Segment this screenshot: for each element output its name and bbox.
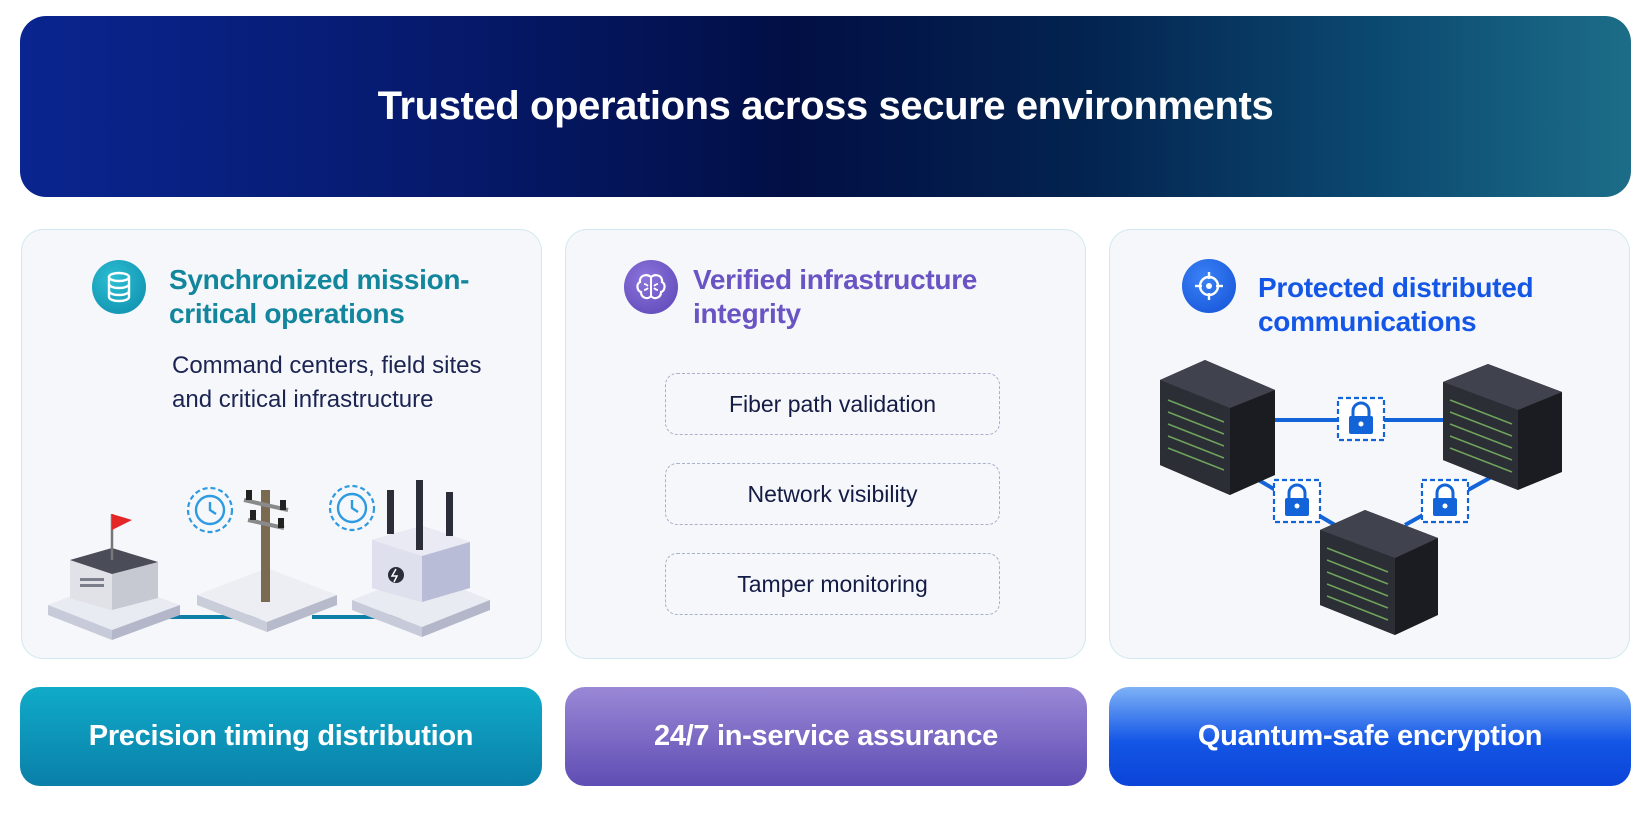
card-description: Command centers, field sites and critica… <box>172 352 482 413</box>
card-synchronized-operations: Synchronized mission- critical operation… <box>21 229 542 659</box>
bar-quantum-safe-encryption: Quantum-safe encryption <box>1109 687 1631 786</box>
lock-icon <box>1420 478 1470 524</box>
card-title: Synchronized mission- critical operation… <box>169 264 470 329</box>
bar-in-service-assurance: 24/7 in-service assurance <box>565 687 1087 786</box>
utility-pole-icon <box>197 490 337 632</box>
brain-icon <box>624 260 678 314</box>
substation-transformer-icon <box>352 480 490 637</box>
server-rack-icon <box>1320 510 1438 635</box>
server-network-illustration <box>1160 360 1562 635</box>
pill-fiber-path-validation: Fiber path validation <box>665 373 1000 435</box>
server-rack-icon <box>1160 360 1275 495</box>
lock-icon <box>1336 396 1386 442</box>
pill-network-visibility: Network visibility <box>665 463 1000 525</box>
page-title: Trusted operations across secure environ… <box>377 84 1274 128</box>
sync-clock-icon <box>328 484 376 532</box>
database-icon <box>92 260 146 314</box>
infrastructure-illustration <box>48 480 490 640</box>
bar-precision-timing: Precision timing distribution <box>20 687 542 786</box>
card-title: Protected distributed communications <box>1258 272 1534 337</box>
command-center-building-icon <box>48 514 180 640</box>
header-banner: Trusted operations across secure environ… <box>20 16 1631 197</box>
server-rack-icon <box>1443 364 1562 490</box>
card-title: Verified infrastructure integrity <box>693 264 978 329</box>
lock-icon <box>1272 478 1322 524</box>
sync-clock-icon <box>186 486 234 534</box>
card-protected-communications: Protected distributed communications <box>1109 229 1630 659</box>
target-icon <box>1182 259 1236 313</box>
pill-tamper-monitoring: Tamper monitoring <box>665 553 1000 615</box>
card-infrastructure-integrity: Verified infrastructure integrity Fiber … <box>565 229 1086 659</box>
